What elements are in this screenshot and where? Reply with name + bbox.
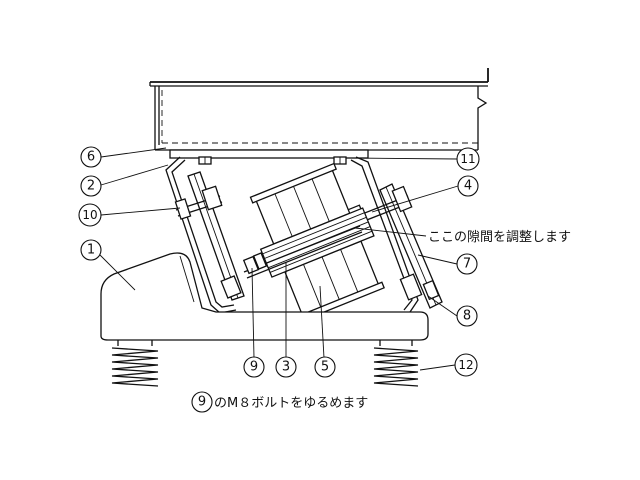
balloon-3-label: 3 <box>282 360 290 375</box>
balloon-10-label: 10 <box>82 208 97 222</box>
loosen-note-text: のM８ボルトをゆるめます <box>214 396 368 411</box>
leader-lines <box>99 147 459 371</box>
balloon-3: 3 <box>275 356 297 378</box>
balloon-12-label: 12 <box>458 358 473 372</box>
balloon-6-label: 6 <box>87 150 95 165</box>
balloon-1: 1 <box>80 239 102 261</box>
balloon-9: 9 <box>243 356 265 378</box>
gap-adjust-note: ここの隙間を調整します <box>428 230 571 245</box>
right-lower-nut <box>399 273 440 301</box>
right-spring <box>373 340 419 387</box>
loosen-note: 9 のM８ボルトをゆるめます <box>191 391 368 413</box>
loosen-note-ref: 9 <box>198 395 206 410</box>
mount-bolts <box>198 156 347 165</box>
balloon-6: 6 <box>80 146 102 168</box>
top-frame <box>149 68 489 159</box>
balloon-5-label: 5 <box>321 360 329 375</box>
balloon-2-label: 2 <box>87 179 95 194</box>
balloon-4-label: 4 <box>464 179 472 194</box>
balloon-12: 12 <box>454 353 478 377</box>
left-spring <box>111 340 159 387</box>
balloon-4: 4 <box>457 175 479 197</box>
balloon-1-label: 1 <box>87 243 95 258</box>
left-bracket <box>165 156 245 314</box>
m8-bolt-nuts <box>220 252 268 299</box>
hex-nut-left <box>174 185 223 220</box>
balloon-10: 10 <box>78 203 102 227</box>
balloon-7-label: 7 <box>463 257 471 272</box>
balloon-11: 11 <box>456 147 480 171</box>
balloon-11-label: 11 <box>460 152 475 166</box>
balloon-8: 8 <box>456 305 478 327</box>
base <box>100 252 429 341</box>
balloon-9-label: 9 <box>250 360 258 375</box>
balloon-7: 7 <box>456 253 478 275</box>
balloon-5: 5 <box>314 356 336 378</box>
balloon-8-label: 8 <box>463 309 471 324</box>
balloon-2: 2 <box>80 175 102 197</box>
